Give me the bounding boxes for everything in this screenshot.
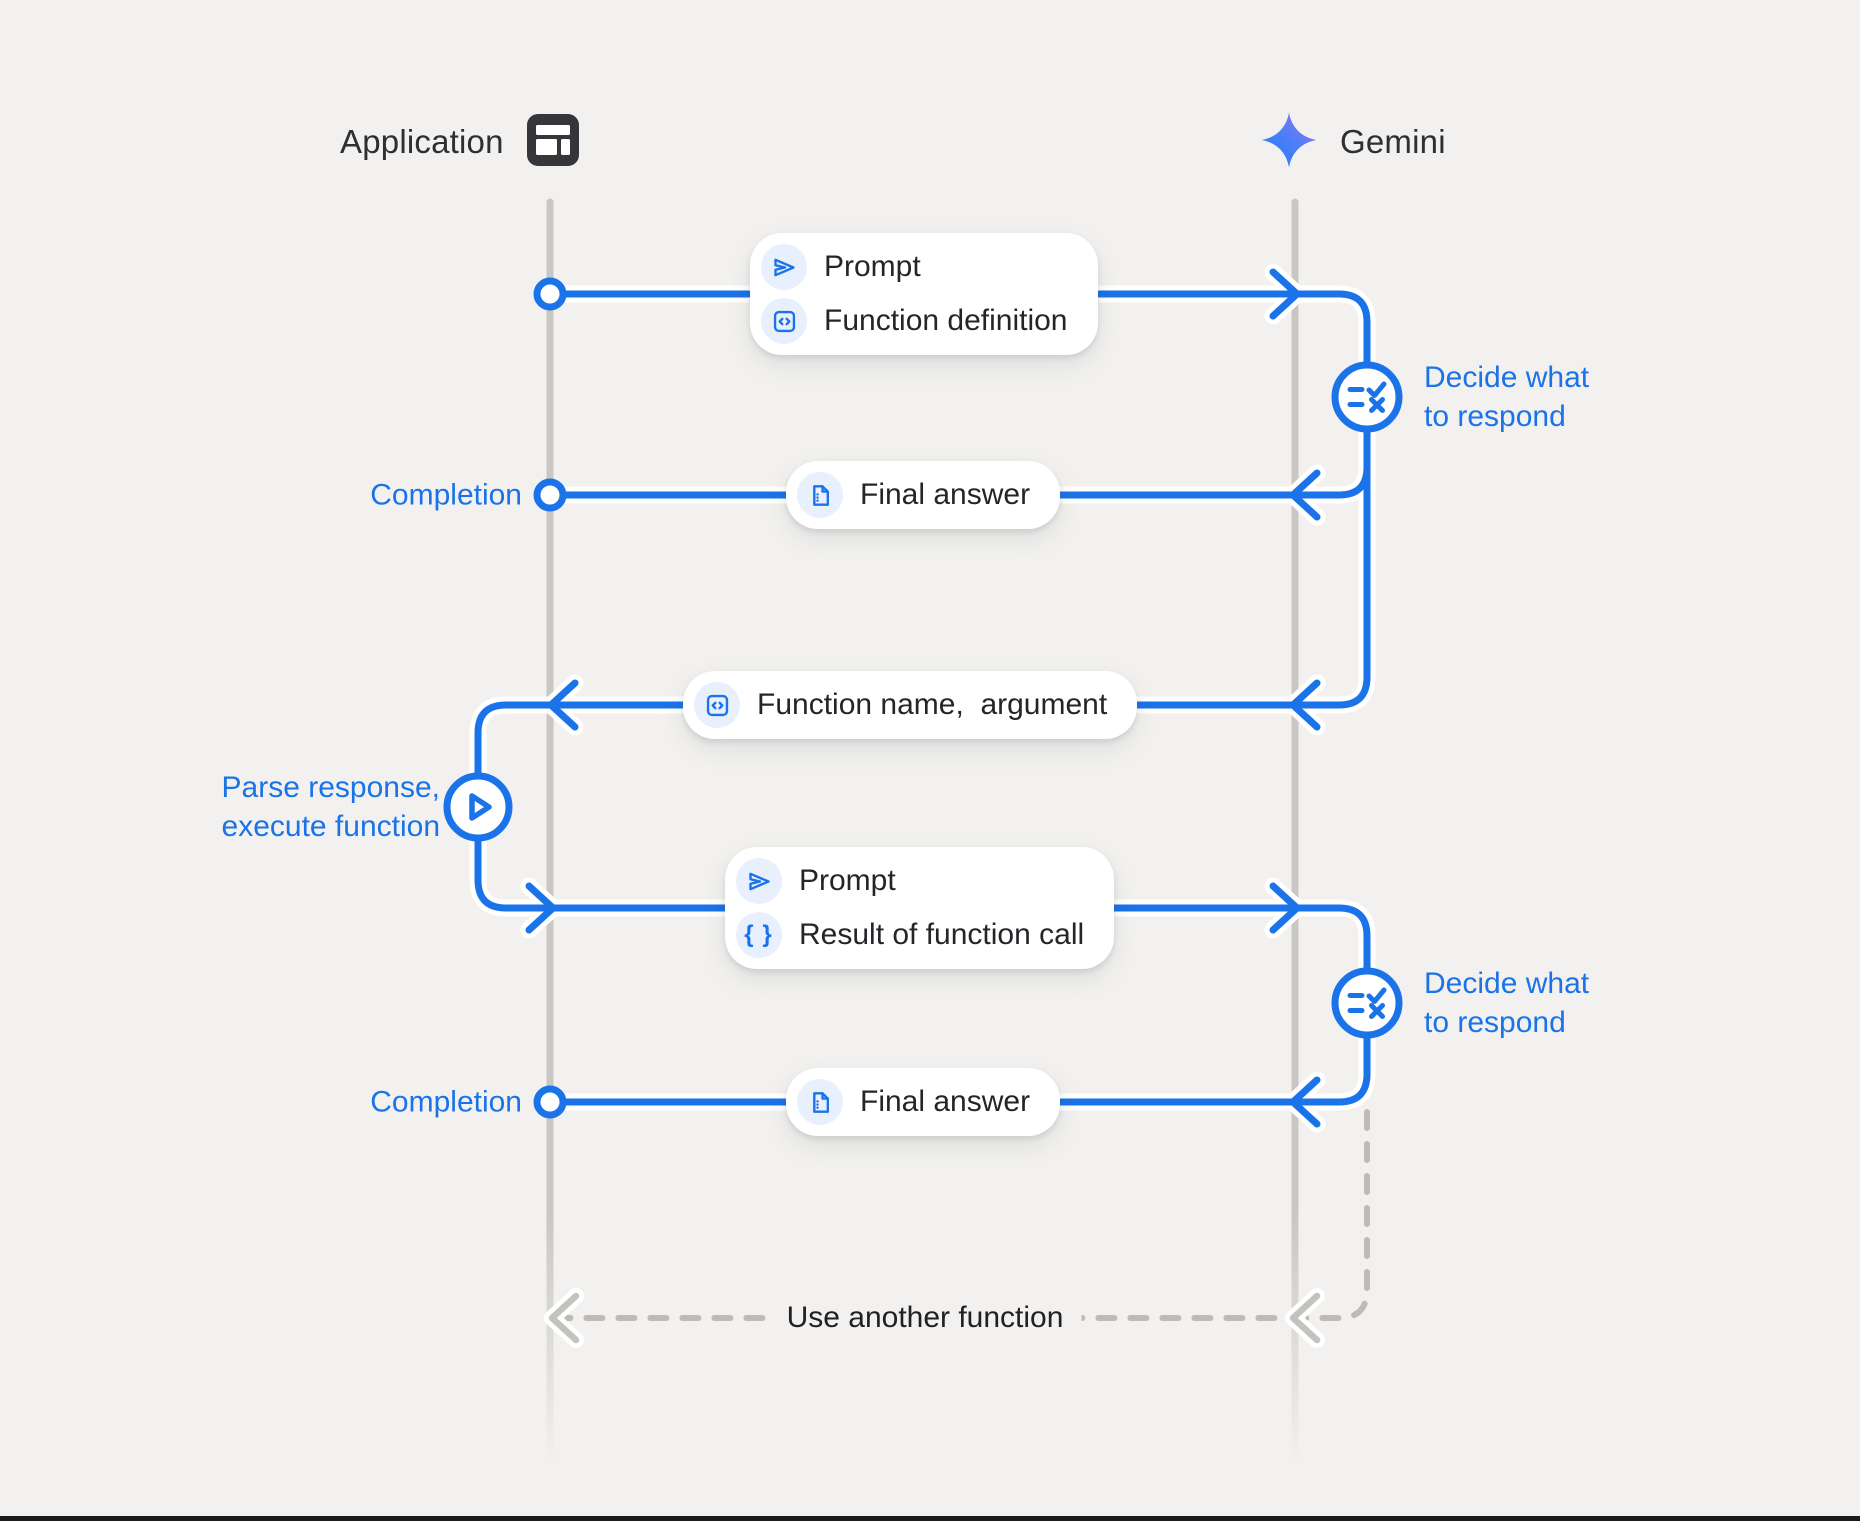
message-label: Final answer xyxy=(860,1085,1031,1118)
send-icon xyxy=(736,858,782,904)
rule-check-icon xyxy=(1347,987,1387,1019)
arrow-final-answer-2 xyxy=(559,1031,1371,1106)
message-label: Function name, argument xyxy=(757,688,1108,721)
message-function-name-argument: Function name, argument xyxy=(683,671,1138,739)
braces-icon: { } xyxy=(736,912,782,958)
play-icon xyxy=(469,793,492,821)
chevron-right-icon xyxy=(525,882,557,934)
parse-execute-node xyxy=(443,772,513,842)
message-final-answer-1: Final answer xyxy=(786,461,1061,529)
chevron-left-gray-application xyxy=(548,1292,580,1344)
gemini-label: Gemini xyxy=(1340,123,1446,160)
message-label: Final answer xyxy=(860,478,1031,511)
message-prompt-result: Prompt { } Result of function call xyxy=(725,847,1115,969)
message-final-answer-2: Final answer xyxy=(786,1068,1061,1136)
message-label: Prompt xyxy=(824,250,921,283)
completion-label-2: Completion xyxy=(370,1085,522,1119)
start-node xyxy=(533,277,567,311)
chevron-left-gray-gemini xyxy=(1289,1292,1321,1344)
decide-node-2 xyxy=(1331,967,1403,1039)
code-icon xyxy=(761,298,807,344)
rule-check-icon xyxy=(1347,381,1387,413)
code-icon xyxy=(694,682,740,728)
bottom-edge xyxy=(0,1516,1860,1521)
chevron-right-icon xyxy=(1269,882,1301,934)
app-window-icon xyxy=(526,113,580,172)
message-label: Result of function call xyxy=(799,918,1085,951)
arrow-prompt-1 xyxy=(546,290,1371,369)
send-icon xyxy=(761,244,807,290)
use-another-function-arrow xyxy=(544,1109,1370,1348)
decide-label-1: Decide what to respond xyxy=(1424,361,1590,433)
completion-label-1: Completion xyxy=(370,478,522,512)
chevron-left-icon xyxy=(547,679,579,731)
actor-gemini: Gemini xyxy=(1260,112,1446,172)
decide-label-2: Decide what to respond xyxy=(1424,967,1590,1039)
actor-application: Application xyxy=(340,112,580,172)
chevron-left-icon xyxy=(1289,679,1321,731)
use-another-function-label: Use another function xyxy=(768,1299,1082,1337)
document-icon xyxy=(797,472,843,518)
message-label: Prompt xyxy=(799,864,896,897)
message-label: Function definition xyxy=(824,304,1068,337)
chevron-left-icon xyxy=(1289,1076,1321,1128)
chevron-left-icon xyxy=(1289,469,1321,521)
completion-node-1 xyxy=(533,478,567,512)
application-label: Application xyxy=(340,123,504,160)
parse-execute-label: Parse response, execute function xyxy=(221,771,440,843)
document-icon xyxy=(797,1079,843,1125)
chevron-right-icon xyxy=(1269,268,1301,320)
gemini-sparkle-icon xyxy=(1260,111,1318,174)
completion-node-2 xyxy=(533,1085,567,1119)
message-prompt-function-definition: Prompt Function definition xyxy=(750,233,1098,355)
decide-node-1 xyxy=(1331,361,1403,433)
